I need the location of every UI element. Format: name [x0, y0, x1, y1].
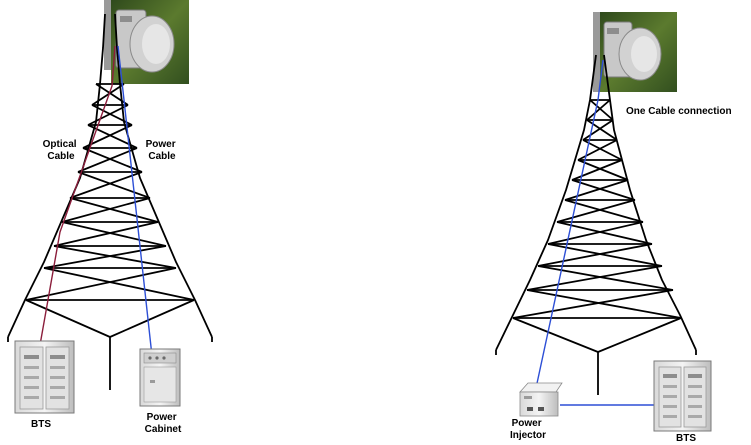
- bts-left-label: BTS: [31, 419, 51, 430]
- optical-cable-label: Optical Cable: [43, 139, 80, 162]
- antenna-right: [593, 12, 677, 92]
- one-cable-line: [535, 59, 604, 389]
- power-injector-label: Power Injector: [510, 418, 546, 441]
- power-cable-label: Power Cable: [146, 139, 179, 162]
- bts-right-label: BTS: [676, 433, 696, 444]
- tower-right: [495, 54, 697, 395]
- power-cabinet-label: Power Cabinet: [145, 412, 182, 435]
- optical-cable-line: [39, 45, 116, 346]
- bts-right-icon: [653, 360, 712, 432]
- one-cable-connection-label: One Cable connection: [626, 106, 732, 117]
- bts-left-icon: [14, 340, 75, 414]
- power-cable-line: [117, 45, 153, 357]
- power-cabinet-icon: [139, 348, 181, 407]
- right-scenario: One Cable connection Power Injector BTS: [495, 12, 732, 444]
- tower-left: [7, 13, 213, 390]
- power-injector-icon: [519, 382, 563, 417]
- left-scenario: Optical Cable Power Cable BTS Power Cabi…: [7, 0, 213, 435]
